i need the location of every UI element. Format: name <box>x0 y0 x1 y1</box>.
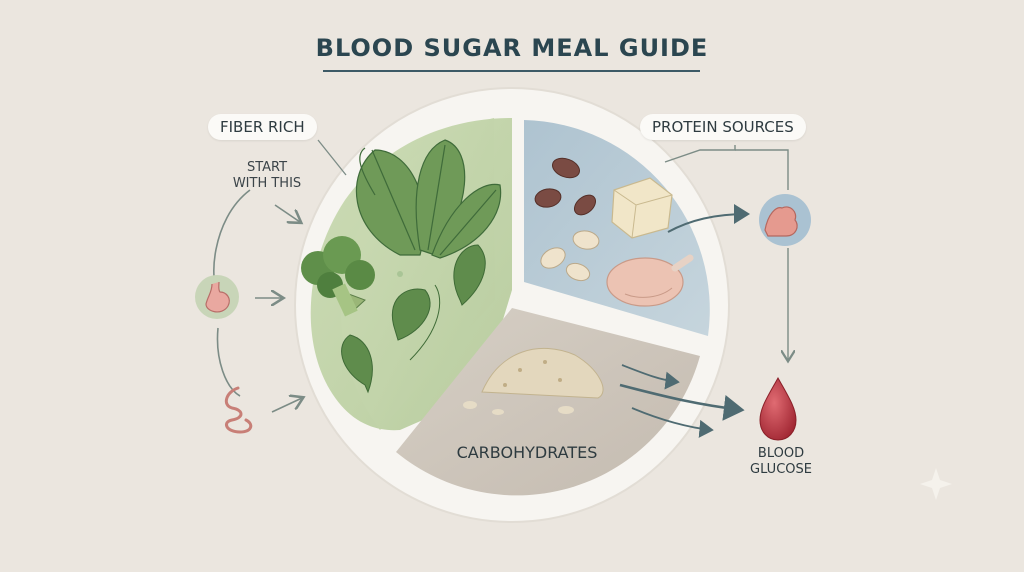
small-greens-icon <box>341 244 486 394</box>
fiber-rich-label: FIBER RICH <box>208 114 317 140</box>
glucose-line2: GLUCOSE <box>750 462 812 477</box>
arrow-carb-1 <box>621 364 680 390</box>
start-line2: WITH THIS <box>232 176 302 191</box>
tofu-icon <box>611 177 673 239</box>
protein-connector-right <box>735 149 789 190</box>
title-underline <box>323 70 700 72</box>
carb-section <box>396 308 700 496</box>
left-curve-bottom <box>216 327 241 397</box>
arrow-carb-2 <box>619 383 745 421</box>
chicken-icon <box>606 254 694 307</box>
blood-glucose-label: BLOOD GLUCOSE <box>726 446 836 478</box>
arrow-start <box>274 204 300 222</box>
left-curve-top <box>213 189 251 291</box>
stomach-icon <box>195 275 239 319</box>
glucose-line1: BLOOD <box>757 446 805 461</box>
intestine-icon <box>224 386 253 434</box>
white-beans-icon <box>540 230 600 282</box>
start-with-this-label: START WITH THIS <box>212 160 322 192</box>
arrow-intestine <box>271 398 302 413</box>
spinach-leaves-icon <box>355 139 502 259</box>
carbohydrates-label: CARBOHYDRATES <box>456 443 598 462</box>
muscle-arm-icon <box>759 194 811 246</box>
sparkle-icon <box>920 468 952 500</box>
kidney-beans-icon <box>534 157 597 216</box>
protein-connector <box>664 145 736 163</box>
start-line1: START <box>246 160 288 175</box>
oats-icon <box>463 348 604 415</box>
page-title: BLOOD SUGAR MEAL GUIDE <box>315 34 709 62</box>
broccoli-icon <box>301 236 375 317</box>
blood-drop-icon <box>759 376 797 441</box>
arrow-carb-3 <box>631 407 714 438</box>
protein-sources-label: PROTEIN SOURCES <box>640 114 806 140</box>
fiber-connector <box>317 139 347 176</box>
arrow-protein-muscle <box>667 204 750 233</box>
